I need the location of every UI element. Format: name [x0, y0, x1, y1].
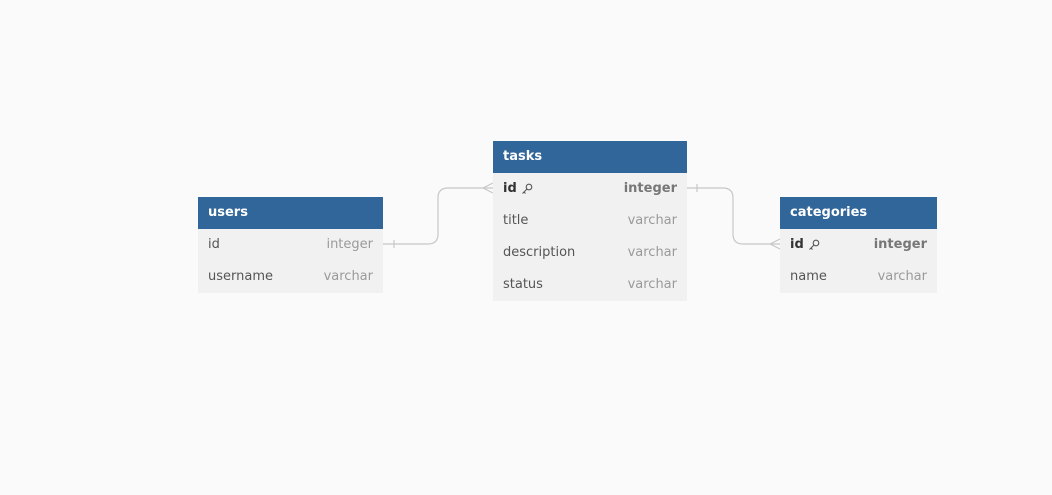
field-type: varchar — [877, 269, 927, 284]
relationship-tasks-categories[interactable] — [687, 184, 781, 250]
table-title: categories — [790, 205, 868, 220]
field-type: varchar — [627, 213, 677, 228]
field-name-text: id — [790, 237, 804, 252]
field-name: username — [208, 269, 273, 284]
field-type: varchar — [627, 277, 677, 292]
field-row-users-username[interactable]: username varchar — [198, 261, 383, 293]
table-header-users[interactable]: users — [198, 197, 383, 229]
table-body-tasks: id integer title varchar description var… — [493, 173, 687, 301]
field-row-categories-id[interactable]: id integer — [780, 229, 937, 261]
table-categories[interactable]: categories id integer name varchar — [780, 197, 937, 293]
field-type: integer — [326, 237, 373, 252]
field-row-tasks-id[interactable]: id integer — [493, 173, 687, 205]
field-row-tasks-description[interactable]: description varchar — [493, 237, 687, 269]
field-name-text: id — [503, 181, 517, 196]
table-title: tasks — [503, 149, 543, 164]
field-name: id — [208, 237, 220, 252]
field-name: title — [503, 213, 529, 228]
field-name-pk: id — [503, 173, 533, 205]
table-users[interactable]: users id integer username varchar — [198, 197, 383, 293]
many-cardinality-marker — [769, 238, 781, 245]
table-body-categories: id integer name varchar — [780, 229, 937, 293]
field-type: integer — [623, 181, 677, 196]
many-cardinality-marker — [769, 243, 781, 250]
field-row-categories-name[interactable]: name varchar — [780, 261, 937, 293]
field-type: integer — [873, 237, 927, 252]
relationship-users-tasks[interactable] — [383, 182, 494, 248]
table-title: users — [208, 205, 248, 220]
field-type: varchar — [627, 245, 677, 260]
field-row-users-id[interactable]: id integer — [198, 229, 383, 261]
table-header-categories[interactable]: categories — [780, 197, 937, 229]
field-row-tasks-title[interactable]: title varchar — [493, 205, 687, 237]
field-name: name — [790, 269, 827, 284]
field-row-tasks-status[interactable]: status varchar — [493, 269, 687, 301]
table-tasks[interactable]: tasks id integer title varchar des — [493, 141, 687, 301]
many-cardinality-marker — [482, 187, 494, 194]
field-type: varchar — [323, 269, 373, 284]
key-icon — [521, 183, 533, 194]
many-cardinality-marker — [482, 182, 494, 189]
field-name: status — [503, 277, 543, 292]
table-header-tasks[interactable]: tasks — [493, 141, 687, 173]
field-name-pk: id — [790, 229, 820, 261]
field-name: description — [503, 245, 576, 260]
table-body-users: id integer username varchar — [198, 229, 383, 293]
key-icon — [808, 239, 820, 250]
